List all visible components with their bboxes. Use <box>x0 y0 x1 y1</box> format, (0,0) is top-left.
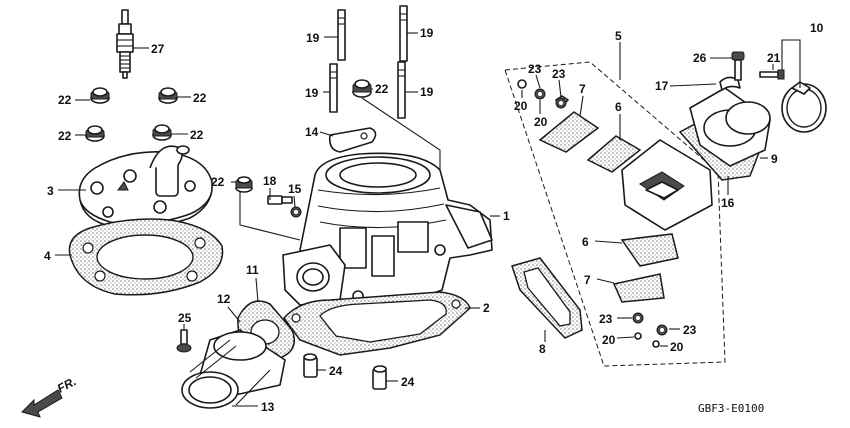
callout-7a: 7 <box>579 82 586 96</box>
callout-15: 15 <box>288 182 302 196</box>
intake-joint <box>181 329 286 409</box>
bracket <box>328 127 377 153</box>
callout-8: 8 <box>539 342 546 356</box>
callout-19a: 19 <box>306 31 320 45</box>
callout-18: 18 <box>263 174 277 188</box>
callout-2: 2 <box>483 301 490 315</box>
callout-6a: 6 <box>615 100 622 114</box>
callout-22c: 22 <box>58 129 72 143</box>
callout-9: 9 <box>771 152 778 166</box>
cylinder-head <box>78 145 213 229</box>
reed-valve-body <box>621 139 713 231</box>
cap-nut-group-left <box>85 87 178 142</box>
front-direction-arrow <box>21 389 63 418</box>
callout-20c: 20 <box>602 333 616 347</box>
callout-14: 14 <box>305 125 319 139</box>
callout-12: 12 <box>217 292 231 306</box>
callout-20a: 20 <box>514 99 528 113</box>
callout-26: 26 <box>693 51 707 65</box>
callout-5: 5 <box>615 29 622 43</box>
reed-valve-assembly-outline <box>504 61 726 367</box>
stud-bolts <box>329 5 408 119</box>
callout-11: 11 <box>246 263 259 277</box>
reed-petals-bottom <box>612 233 679 303</box>
callout-22a: 22 <box>58 93 72 107</box>
base-gasket <box>283 291 471 356</box>
bolts-right <box>731 51 785 81</box>
callout-17: 17 <box>655 79 669 93</box>
callout-1: 1 <box>503 209 510 223</box>
callout-20b: 20 <box>534 115 548 129</box>
callout-6b: 6 <box>582 235 589 249</box>
callout-19c: 19 <box>305 86 319 100</box>
dowel-pins <box>303 353 387 390</box>
reed-screws-washers <box>517 79 668 348</box>
callout-10: 10 <box>810 21 824 35</box>
callout-27: 27 <box>151 42 165 56</box>
callout-13: 13 <box>261 400 275 414</box>
callout-23d: 23 <box>683 323 697 337</box>
callout-24a: 24 <box>329 364 343 378</box>
callout-3: 3 <box>47 184 54 198</box>
reed-petals-top <box>538 111 642 173</box>
callout-7b: 7 <box>584 273 591 287</box>
callout-21: 21 <box>767 51 781 65</box>
callout-24b: 24 <box>401 375 415 389</box>
bolt-25 <box>176 329 192 353</box>
cylinder <box>282 152 493 311</box>
hose-clamp <box>781 81 827 133</box>
callout-22d: 22 <box>190 128 204 142</box>
callout-23b: 23 <box>552 67 566 81</box>
callout-23a: 23 <box>528 62 542 76</box>
head-gasket <box>68 218 224 296</box>
callout-20d: 20 <box>670 340 684 354</box>
diagram-code: GBF3-E0100 <box>698 402 764 415</box>
leader-lines <box>55 32 801 407</box>
reed-gasket <box>511 257 583 339</box>
callout-22f: 22 <box>375 82 389 96</box>
callout-16: 16 <box>721 196 735 210</box>
callout-19b: 19 <box>420 26 434 40</box>
callout-22e: 22 <box>211 175 225 189</box>
callout-labels: 27 22 22 22 22 3 4 18 15 22 19 19 19 19 … <box>44 21 824 415</box>
callout-4: 4 <box>44 249 51 263</box>
callout-19d: 19 <box>420 85 434 99</box>
callout-22b: 22 <box>193 91 207 105</box>
spark-plug <box>116 9 134 79</box>
callout-25: 25 <box>178 311 192 325</box>
callout-23c: 23 <box>599 312 613 326</box>
intake-pipe <box>678 76 771 181</box>
